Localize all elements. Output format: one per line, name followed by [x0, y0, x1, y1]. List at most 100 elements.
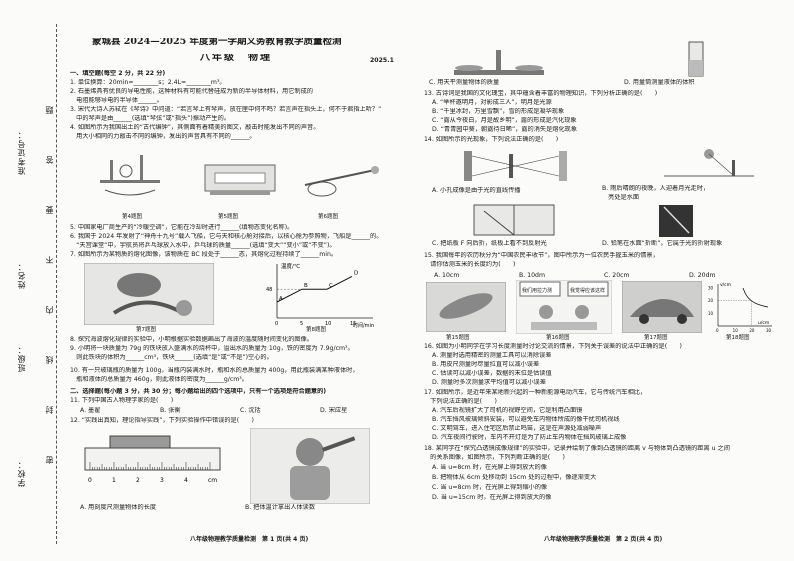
x-axis-label: 时间/min: [353, 322, 374, 328]
ruler-tick-label: 2: [136, 477, 140, 484]
pencil-in-water-figure: [659, 205, 693, 237]
moonlight-figure: [664, 149, 754, 177]
figure-18-caption: 第18题图: [726, 335, 750, 341]
school-label: 学校：: [17, 460, 26, 487]
figure-6-apparatus: [304, 166, 379, 197]
figure-6-caption: 第6题图: [318, 214, 338, 220]
y-tick-label: 30: [708, 286, 714, 291]
seal-word: 密: [45, 455, 54, 464]
x-tick-label: 10: [733, 328, 739, 333]
y-tick-label: 48: [266, 287, 272, 293]
cylinder-figure: [688, 41, 704, 77]
y-tick-label: 10: [708, 311, 714, 316]
question-11-option-d: D. 宋应星: [320, 407, 348, 414]
figure-17-car-image: [622, 281, 702, 333]
question-15-option-d: D. 20dm: [689, 272, 716, 279]
question-18-option-a: A. 当 u=8cm 时，在光屏上得到放大的像: [432, 464, 547, 471]
figure-15-corn-image: [426, 282, 506, 332]
question-16-option-c: C. 估读可以减小误差，数据的末位是估读值: [432, 370, 552, 377]
point-label: B: [304, 283, 308, 289]
question-10-cont: 瓶和液体的总质量为 460g，则此液体的密度为______g/cm³。: [70, 376, 248, 383]
question-16-option-a: A. 测量时选用精密的测量工具可以消除误差: [432, 352, 552, 359]
figure-7-caption: 第7题图: [136, 327, 156, 333]
question-14-option-a: A. 小孔成像是由于光的直线传播: [432, 187, 521, 194]
question-15-cont: 请你估测玉米的长度约为( ): [424, 261, 516, 268]
question-17: 17. 如图所示，是近年来某地新兴起的一种新能源电动汽车，它与传统汽车相比，: [424, 389, 647, 396]
figure-15-caption: 第15题图: [446, 335, 470, 341]
seal-word: 不: [45, 255, 54, 264]
balance-figure: [454, 50, 544, 75]
question-18-option-c: C. 当 u=8cm 时，在光屏上得到缩小的像: [432, 484, 548, 491]
figure-4-apparatus: [100, 155, 160, 196]
exam-subtitle: 八年级 物理: [200, 54, 272, 63]
question-12-option-b: B. 把体温计拿出人体读数: [245, 504, 316, 511]
question-16-option-d: D. 测量时多次测量求平均值可以减小误差: [432, 379, 546, 386]
y-tick-label: 20: [708, 298, 714, 303]
x-tick-label: 5: [300, 321, 303, 327]
question-14-option-d: D. 铅笔在水面“折断”，它属于光的折射现象: [602, 240, 723, 247]
point-label: A: [279, 296, 283, 302]
seal-word: 内: [45, 305, 54, 314]
question-11: 11. 下列中国古人物理学家的是( ): [70, 397, 174, 404]
x-tick-label: 20: [749, 328, 755, 333]
question-9: 9. 小明将一块质量为 79g 的铁块放入盛满水的烧杯中，溢出水的质量为 10g…: [70, 345, 354, 352]
section-fill-in: 一、填空题(每空 2 分，共 22 分): [70, 70, 166, 77]
question-17-option-b: B. 汽车挡风玻璃倾斜安装，可以避免车内物体所成的像干扰司机视线: [432, 416, 620, 423]
ruler-tick-label: 0: [88, 477, 92, 484]
page-1-footer: 八年级物理教学质量检测 第 1 页(共 4 页): [190, 536, 309, 543]
question-2-cont: 电阻能够导电的半导体______。: [70, 97, 163, 104]
figure-7-image: [84, 263, 214, 325]
question-7: 7. 如图所示为某物质的熔化图像，该物质在 BC 段处于______态，其熔化过…: [70, 251, 338, 258]
question-18-cont: 的关系图像，如图所示，下列判断正确的是( ): [424, 454, 565, 461]
question-17-option-c: C. 文明驾车，进入住宅区后禁止鸣笛，这是在声源处减弱噪声: [432, 425, 602, 432]
ruler-tick-label: 4: [184, 477, 188, 484]
question-17-option-d: D. 汽车夜间行驶时，车内不开灯是为了防止车内物体在挡风玻璃上成像: [432, 434, 627, 441]
question-6-cont: “天宫课堂”中，宇航员将乒乓球放入水中，乒乓球的质量______(选填“变大”“…: [70, 242, 336, 249]
figure-5-caption: 第5题图: [218, 214, 238, 220]
figure-8-caption: 第8题图: [306, 327, 326, 333]
question-8: 8. 探究海波熔化规律的实验中，小明根据实验数据画出了海波的温度随时间变化的图像…: [70, 336, 313, 343]
question-13-option-b: B. “千里冰封，万里雪飘”，雪的形成是凝华现象: [432, 108, 565, 115]
question-18-option-b: B. 把物体从 6cm 处移动到 15cm 处的过程中，像逐渐变大: [432, 474, 597, 481]
page-2-footer: 八年级物理教学质量检测 第 2 页(共 4 页): [544, 536, 663, 543]
question-10: 10. 有一只玻璃瓶的质量为 100g，当瓶内装满水时，瓶和水的总质量为 400…: [70, 367, 359, 374]
figure-16-caption: 第16题图: [546, 335, 570, 341]
figure-16-discussion-image: 我们用拉力测 我觉得应该这样: [516, 280, 612, 334]
section-choice: 二、选择题(每小题 3 分，共 30 分；每小题给出的四个选项中，只有一个选项是…: [70, 388, 327, 395]
top-option-d: D. 用量筒测量液体的体积: [624, 79, 695, 86]
ruler-tick-label: cm: [208, 477, 217, 484]
figures-4-5-6: [100, 155, 379, 197]
q14-figures-bottom: [473, 204, 693, 237]
y-axis-label: v/cm: [720, 282, 731, 288]
question-15-option-c: C. 20cm: [604, 272, 630, 279]
x-tick-label: 0: [716, 328, 719, 333]
class-label: 班级：: [17, 345, 26, 372]
exam-date: 2025.1: [370, 57, 394, 64]
question-4: 4. 如图所示为我国出土的“古代编钟”，其侧面有着精美的图文，敲击时能发出不同的…: [70, 124, 320, 131]
thermometer-figure: [250, 428, 370, 504]
question-12-option-a: A. 用刻度尺测量物体的长度: [80, 504, 157, 511]
question-12: 12. “实践出真知，理论指导实践”，下列实验操作中错误的是( ): [70, 417, 254, 424]
pinhole-figure: [464, 151, 567, 181]
question-4-cont: 用大小相同的力敲击不同的编钟，发出的声音具有不同的______。: [70, 133, 256, 140]
page-2: C. 用天平测量物体的质量 D. 用量筒测量液体的体积 13. 古诗词是我国的文…: [424, 0, 776, 561]
question-18-option-d: D. 当 u=15cm 时，在光屏上得到放大的像: [432, 494, 552, 501]
question-14-option-c: C. 把纸板 F 向后折，纸板上看不到反射光: [432, 240, 547, 247]
question-11-option-a: A. 墨翟: [80, 407, 101, 414]
point-label: C: [329, 283, 333, 289]
ruler-tick-label: 3: [160, 477, 164, 484]
question-14-option-b-cont: 亮处是水面: [602, 194, 640, 201]
question-5: 5. 中国家电厂商生产的“冷暖空调”，它能在冷却时进行______(填物态变化名…: [70, 224, 294, 231]
question-3-cont: 中的琴声是由______(选填“琴弦”或“指头”)振动产生的。: [70, 115, 230, 122]
seal-word: 封: [45, 405, 54, 414]
speech-bubble-2: 我觉得应该这样: [570, 287, 605, 294]
question-11-option-b: B. 张衡: [160, 407, 181, 414]
question-15-option-b: B. 10dm: [519, 272, 546, 279]
question-14-option-b: B. 雨后晴朗的夜晚，人迎着月光走时，: [602, 185, 710, 192]
question-17-cont: 下列说法正确的是( ): [424, 398, 497, 405]
question-6: 6. 我国于 2024 年发射了“神舟十九号”载人飞船，它与天和核心舱对接后，以…: [70, 233, 383, 240]
seal-dashed-line: [56, 24, 57, 544]
